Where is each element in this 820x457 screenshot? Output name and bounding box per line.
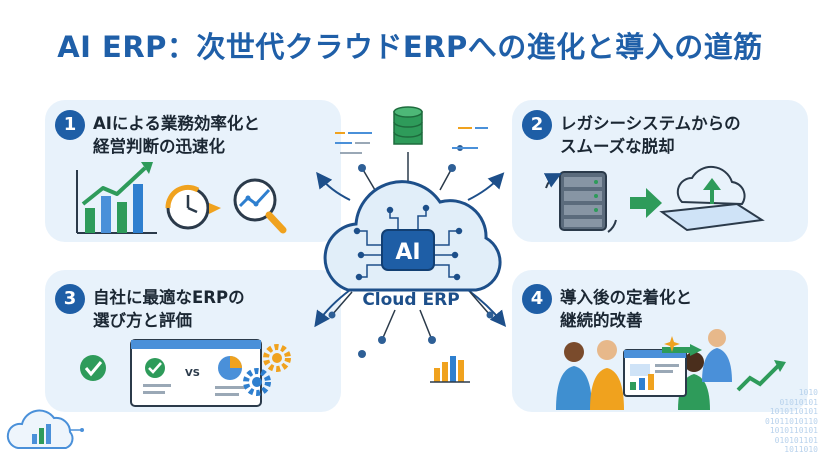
cloud-erp-label: Cloud ERP: [362, 290, 460, 310]
card-title-line: AIによる業務効率化と: [93, 114, 260, 133]
card-title-line: 継続的改善: [560, 311, 643, 330]
binary-line: 1010110101: [769, 426, 818, 435]
card-2: 2 レガシーシステムからの スムーズな脱却: [512, 100, 808, 242]
dashboard-board-icon: [623, 344, 702, 397]
network-connections: [331, 152, 491, 341]
magnifier-analytics-icon: [233, 178, 287, 234]
card-number-badge: 3: [55, 284, 85, 314]
page-title: AI ERP：次世代クラウドERPへの進化と導入の道筋: [57, 30, 763, 64]
card-3-illustration: VS: [80, 339, 291, 407]
data-lines-icon: [335, 127, 488, 154]
card-title-line: 選び方と評価: [93, 311, 192, 330]
card-1: 1 AIによる業務効率化と 経営判断の迅速化: [45, 100, 341, 242]
binary-line: 01011010110: [765, 416, 818, 426]
card-1-illustration: [76, 162, 287, 234]
binary-line: 1010110101: [769, 407, 818, 416]
card-4: 4 導入後の定着化と 継続的改善: [512, 270, 808, 412]
ai-chip-label: AI: [395, 240, 420, 265]
card-title-line: 自社に最適なERPの: [93, 288, 245, 307]
clock-icon: [165, 184, 221, 230]
card-4-illustration: [556, 329, 786, 410]
legacy-server-icon: [543, 171, 617, 233]
ai-chip-icon: AI: [381, 229, 435, 271]
circuit-traces: [353, 204, 463, 281]
binary-line: 1010: [798, 388, 818, 397]
card-title: AIによる業務効率化と 経営判断の迅速化: [93, 112, 260, 158]
migration-arrow-icon: [630, 188, 662, 218]
card-title-line: 経営判断の迅速化: [93, 137, 225, 156]
binary-line: 010101101: [774, 435, 818, 445]
growth-chart-icon: [76, 162, 157, 234]
trend-arrow-icon: [664, 336, 786, 392]
card-2-illustration: [543, 165, 765, 233]
card-number-badge: 4: [522, 284, 552, 314]
card-title: 導入後の定着化と 継続的改善: [560, 286, 692, 332]
card-title: 自社に最適なERPの 選び方と評価: [93, 286, 245, 332]
binary-decoration: 1010 01010101 1010110101 01011010110 101…: [700, 388, 818, 455]
card-number-badge: 1: [55, 110, 85, 140]
checkmark-icon: [80, 355, 106, 381]
binary-line: 01010101: [779, 397, 818, 407]
card-title-line: 導入後の定着化と: [560, 288, 692, 307]
network-nodes: [328, 145, 494, 358]
cloud-upload-icon: [659, 165, 765, 232]
database-icon: [393, 106, 423, 145]
gear-icon: [243, 344, 291, 396]
binary-line: 1011010: [784, 445, 818, 454]
card-title-line: レガシーシステムからの: [560, 114, 741, 133]
vs-label: VS: [185, 368, 200, 379]
mini-bar-chart-icon: [430, 356, 470, 383]
comparison-window-icon: VS: [130, 339, 262, 407]
card-title-line: スムーズな脱却: [560, 137, 675, 156]
card-3: 3 自社に最適なERPの 選び方と評価 VS: [45, 270, 341, 412]
card-title: レガシーシステムからの スムーズな脱却: [560, 112, 741, 158]
card-number-badge: 2: [522, 110, 552, 140]
team-people-icon: [556, 329, 732, 410]
bottom-left-cloud-chart-icon: [6, 409, 84, 449]
